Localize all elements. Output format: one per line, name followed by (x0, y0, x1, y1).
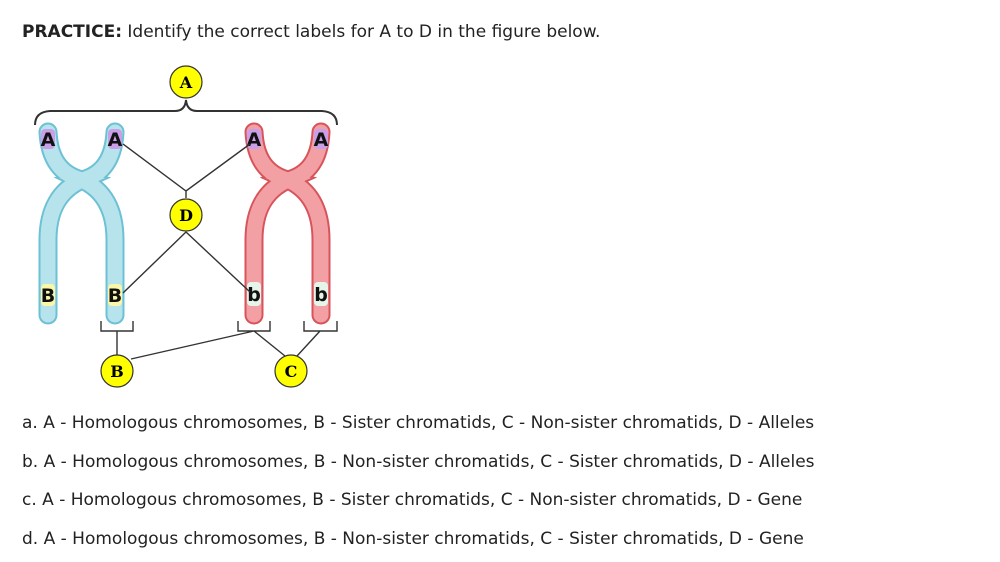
gene-label: A (108, 129, 123, 151)
gene-label: A (314, 129, 329, 151)
gene-label: A (41, 129, 56, 151)
callout-B: B (100, 354, 134, 388)
gene-label: B (41, 285, 55, 307)
brace-homologous (34, 99, 338, 126)
chromosome-right (244, 122, 331, 325)
svg-text:D: D (179, 206, 193, 225)
svg-text:C: C (285, 362, 298, 381)
option-b[interactable]: b. A - Homologous chromosomes, B - Non-s… (22, 452, 815, 472)
callout-D: D (169, 198, 203, 232)
option-c[interactable]: c. A - Homologous chromosomes, B - Siste… (22, 490, 803, 510)
gene-label: b (314, 284, 328, 306)
option-a[interactable]: a. A - Homologous chromosomes, B - Siste… (22, 413, 815, 433)
gene-bands (41, 129, 328, 306)
svg-text:A: A (179, 73, 193, 92)
question-text: PRACTICE: Identify the correct labels fo… (22, 22, 601, 42)
chromosome-left (38, 122, 125, 325)
callout-C: C (274, 354, 308, 388)
option-d[interactable]: d. A - Homologous chromosomes, B - Non-s… (22, 529, 804, 549)
connector-lines (100, 143, 338, 360)
svg-text:B: B (110, 362, 124, 381)
callout-A: A (169, 65, 203, 99)
gene-label: B (108, 285, 122, 307)
chromosome-figure: A A A A B B b b A D B C (34, 65, 338, 388)
gene-label: b (247, 284, 261, 306)
gene-label: A (247, 129, 262, 151)
